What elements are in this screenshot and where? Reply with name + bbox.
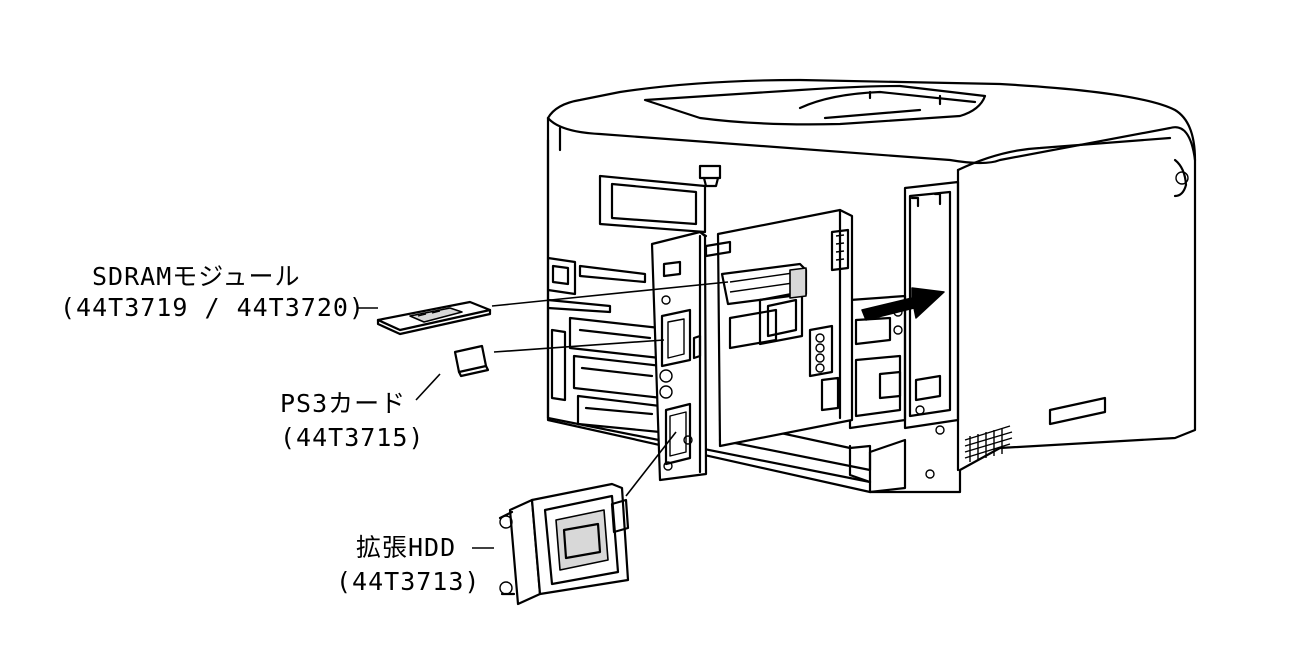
insertion-arrow-icon (861, 287, 945, 321)
ps3-dash (415, 373, 441, 401)
ps3-part-number-label: (44T3715) (280, 423, 424, 452)
ps3-card-label: PS3カード (280, 389, 406, 418)
sdram-leader-line (491, 281, 729, 307)
ps3-leader-line (493, 339, 665, 353)
controller-board (650, 208, 854, 482)
sdram-part-number-label: (44T3719 / 44T3720) (60, 293, 365, 322)
sdram-module-label: SDRAMモジュール (92, 262, 301, 291)
hdd-leader-line (625, 431, 677, 497)
ps3-card-part (453, 344, 490, 378)
sdram-module-part (376, 300, 492, 336)
hdd-label: 拡張HDD (356, 533, 456, 562)
hdd-part (498, 482, 630, 606)
hdd-part-number-label: (44T3713) (336, 567, 480, 596)
printer-body (546, 78, 1197, 494)
callout-labels: SDRAMモジュール (44T3719 / 44T3720) PS3カード (4… (60, 262, 494, 596)
